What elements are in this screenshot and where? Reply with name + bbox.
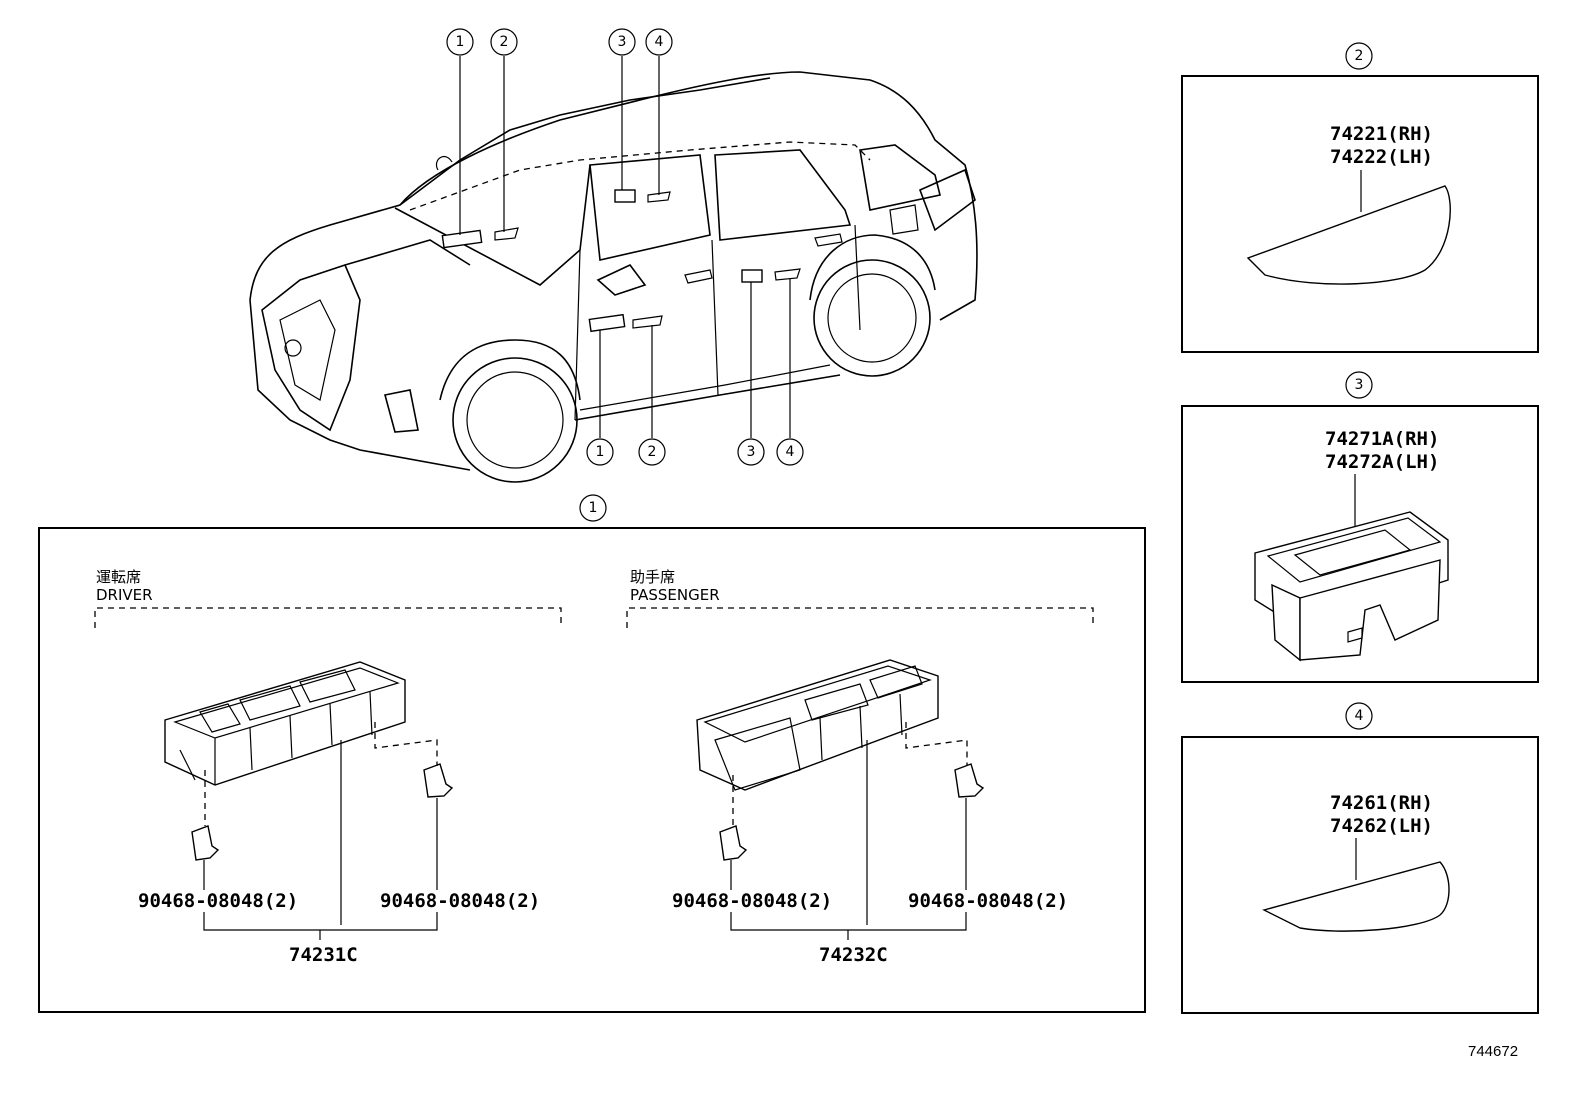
svg-text:4: 4 <box>786 444 795 460</box>
callout-bottom-1: 1 <box>586 438 614 466</box>
svg-text:1: 1 <box>456 34 465 50</box>
callout-bottom-4: 4 <box>776 438 804 466</box>
detail-box-3 <box>1181 405 1539 683</box>
driver-label-jp: 運転席 <box>96 568 141 586</box>
passenger-master-switch <box>696 659 939 791</box>
driver-clip-right <box>423 763 454 798</box>
passenger-clip-left <box>719 825 748 861</box>
callout-top-2: 2 <box>490 28 518 56</box>
driver-switch-part: 74231C <box>289 944 358 966</box>
detail-box-2 <box>1181 75 1539 353</box>
svg-text:3: 3 <box>1355 377 1364 393</box>
passenger-label-jp: 助手席 <box>630 568 675 586</box>
svg-text:2: 2 <box>500 34 509 50</box>
detail-box-1 <box>38 527 1146 1013</box>
svg-text:3: 3 <box>747 444 756 460</box>
callout-box4: 4 <box>1345 702 1373 730</box>
driver-bracket <box>94 607 562 628</box>
box3-window-switch <box>1254 511 1449 662</box>
driver-clip-right-part: 90468-08048(2) <box>380 890 540 912</box>
callout-box3: 3 <box>1345 371 1373 399</box>
callout-top-4: 4 <box>645 28 673 56</box>
box2-part-rh: 74221(RH) <box>1330 123 1433 145</box>
driver-label-en: DRIVER <box>96 586 153 604</box>
svg-text:2: 2 <box>648 444 657 460</box>
passenger-switch-part: 74232C <box>819 944 888 966</box>
driver-clip-left <box>191 825 220 861</box>
passenger-bracket <box>626 607 1094 628</box>
detail-box-4 <box>1181 736 1539 1014</box>
box2-part-lh: 74222(LH) <box>1330 146 1433 168</box>
passenger-clip-right-part: 90468-08048(2) <box>908 890 1068 912</box>
box2-trim-piece <box>1246 185 1451 285</box>
svg-text:1: 1 <box>596 444 605 460</box>
diagram-reference-number: 744672 <box>1468 1043 1518 1060</box>
driver-master-switch <box>164 661 406 786</box>
svg-text:2: 2 <box>1355 48 1364 64</box>
callout-box1: 1 <box>579 494 607 522</box>
callout-bottom-3: 3 <box>737 438 765 466</box>
driver-clip-left-part: 90468-08048(2) <box>138 890 298 912</box>
callout-top-3: 3 <box>608 28 636 56</box>
svg-text:4: 4 <box>1355 708 1364 724</box>
callout-bottom-2: 2 <box>638 438 666 466</box>
vehicle-illustration <box>249 56 978 483</box>
passenger-clip-left-part: 90468-08048(2) <box>672 890 832 912</box>
box3-part-rh: 74271A(RH) <box>1325 428 1439 450</box>
svg-text:1: 1 <box>589 500 598 516</box>
callout-top-1: 1 <box>446 28 474 56</box>
passenger-clip-right <box>954 763 985 798</box>
box4-part-lh: 74262(LH) <box>1330 815 1433 837</box>
box3-part-lh: 74272A(LH) <box>1325 451 1439 473</box>
callout-box2: 2 <box>1345 42 1373 70</box>
passenger-label-en: PASSENGER <box>630 586 720 604</box>
box4-trim-piece <box>1262 861 1450 932</box>
svg-text:3: 3 <box>618 34 627 50</box>
box4-part-rh: 74261(RH) <box>1330 792 1433 814</box>
svg-text:4: 4 <box>655 34 664 50</box>
